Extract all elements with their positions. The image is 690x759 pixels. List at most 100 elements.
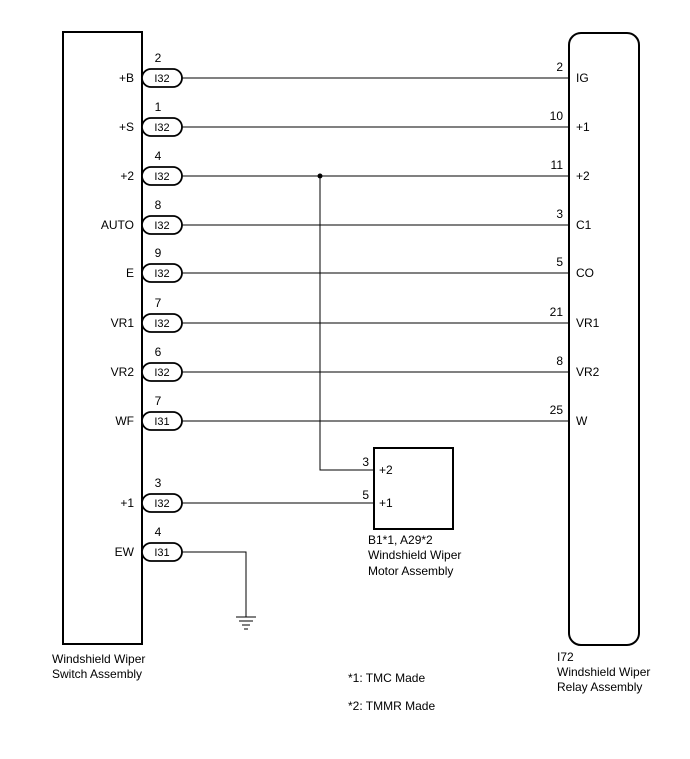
relay-assembly-box (568, 32, 640, 646)
wire-2-motor (319, 176, 374, 471)
pin-number: 8 (155, 198, 162, 212)
pin-number: 4 (155, 149, 162, 163)
switch-terminal-wf: WF 7 I31 (115, 394, 183, 431)
terminal-name: +1 (576, 120, 590, 134)
pin-number: 2 (155, 51, 162, 65)
connector-pill (141, 362, 183, 382)
wire-ew-ground (182, 551, 247, 617)
relay-terminal-c1: 3 C1 (556, 207, 591, 232)
label-line: Windshield Wiper (557, 665, 650, 679)
relay-terminal-vr1: 21 VR1 (550, 305, 600, 330)
switch-terminal-e: E 9 I32 (126, 246, 183, 283)
connector-pill (141, 411, 183, 431)
connector-code: I32 (154, 367, 169, 379)
terminal-name: +2 (576, 169, 590, 183)
relay-terminal-1: 10 +1 (550, 109, 590, 134)
terminal-name: +1 (120, 496, 134, 510)
terminal-name: +S (119, 120, 134, 134)
terminal-name: +2 (379, 463, 393, 477)
connector-code: I32 (154, 122, 169, 134)
pin-number: 3 (362, 455, 369, 469)
pin-number: 2 (556, 60, 563, 74)
connector-code: I31 (154, 547, 169, 559)
terminal-name: E (126, 266, 134, 280)
switch-terminal-1: +1 3 I32 (120, 476, 183, 513)
label-line: Relay Assembly (557, 680, 642, 694)
pin-number: 25 (550, 403, 564, 417)
pin-number: 4 (155, 525, 162, 539)
terminal-name: +1 (379, 496, 393, 510)
terminal-name: +B (119, 71, 134, 85)
pin-number: 7 (155, 394, 162, 408)
switch-terminal-2: +2 4 I32 (120, 149, 183, 186)
pin-number: 5 (556, 255, 563, 269)
pin-number: 11 (551, 158, 564, 172)
connector-code: I32 (154, 268, 169, 280)
connector-pill (141, 68, 183, 88)
connector-pill (141, 215, 183, 235)
label-line: Windshield Wiper (368, 548, 461, 562)
connector-pill (141, 493, 183, 513)
pin-number: 21 (550, 305, 564, 319)
relay-terminal-2: 11 +2 (551, 158, 590, 183)
connector-code: I32 (154, 73, 169, 85)
connector-pill (141, 117, 183, 137)
terminal-name: EW (115, 545, 135, 559)
label-line: B1*1, A29*2 (368, 533, 433, 547)
motor-terminal-2: 3 +2 (362, 455, 393, 477)
pin-number: 1 (155, 100, 162, 114)
motor-assembly-box (373, 447, 454, 530)
switch-terminal-vr1: VR1 7 I32 (111, 296, 183, 333)
relay-terminal-vr2: 8 VR2 (556, 354, 599, 379)
footnote: *1: TMC Made (348, 671, 425, 685)
switch-terminal-auto: AUTO 8 I32 (101, 198, 183, 235)
connector-code: I72 (557, 650, 574, 664)
pin-number: 10 (550, 109, 564, 123)
pin-number: 6 (155, 345, 162, 359)
terminal-name: +2 (120, 169, 134, 183)
label-line: Windshield Wiper (52, 652, 145, 666)
switch-terminal-ew: EW 4 I31 (115, 525, 183, 562)
terminal-name: VR2 (111, 365, 135, 379)
connector-code: I32 (154, 318, 169, 330)
motor-assembly-label: B1*1, A29*2 Windshield Wiper Motor Assem… (368, 533, 461, 578)
connector-pill (141, 542, 183, 562)
label-line: Switch Assembly (52, 667, 142, 681)
relay-terminal-w: 25 W (550, 403, 588, 428)
footnotes: *1: TMC Made *2: TMMR Made (348, 671, 435, 713)
relay-assembly-label: I72 Windshield Wiper Relay Assembly (557, 650, 650, 694)
switch-terminal-b: +B 2 I32 (119, 51, 183, 88)
connector-code: I32 (154, 171, 169, 183)
ground-icon (236, 616, 256, 630)
pin-number: 7 (155, 296, 162, 310)
terminal-name: AUTO (101, 218, 134, 232)
pin-number: 5 (362, 488, 369, 502)
label-line: Motor Assembly (368, 564, 453, 578)
connector-code: I32 (154, 220, 169, 232)
terminal-name: W (576, 414, 588, 428)
pin-number: 3 (556, 207, 563, 221)
pin-number: 9 (155, 246, 162, 260)
switch-assembly-box (62, 31, 143, 645)
footnote: *2: TMMR Made (348, 699, 435, 713)
switch-terminal-vr2: VR2 6 I32 (111, 345, 183, 382)
terminal-name: IG (576, 71, 589, 85)
pin-number: 8 (556, 354, 563, 368)
relay-terminal-co: 5 CO (556, 255, 594, 280)
connector-code: I31 (154, 416, 169, 428)
motor-terminal-1: 5 +1 (362, 488, 393, 510)
switch-assembly-label: Windshield Wiper Switch Assembly (52, 652, 145, 681)
switch-terminal-s: +S 1 I32 (119, 100, 183, 137)
terminal-name: CO (576, 266, 594, 280)
pin-number: 3 (155, 476, 162, 490)
terminal-name: VR2 (576, 365, 600, 379)
connector-code: I32 (154, 498, 169, 510)
terminal-name: C1 (576, 218, 592, 232)
relay-terminal-ig: 2 IG (556, 60, 588, 85)
connector-pill (141, 263, 183, 283)
terminal-name: VR1 (576, 316, 600, 330)
connector-pill (141, 313, 183, 333)
terminal-name: WF (115, 414, 134, 428)
connector-pill (141, 166, 183, 186)
